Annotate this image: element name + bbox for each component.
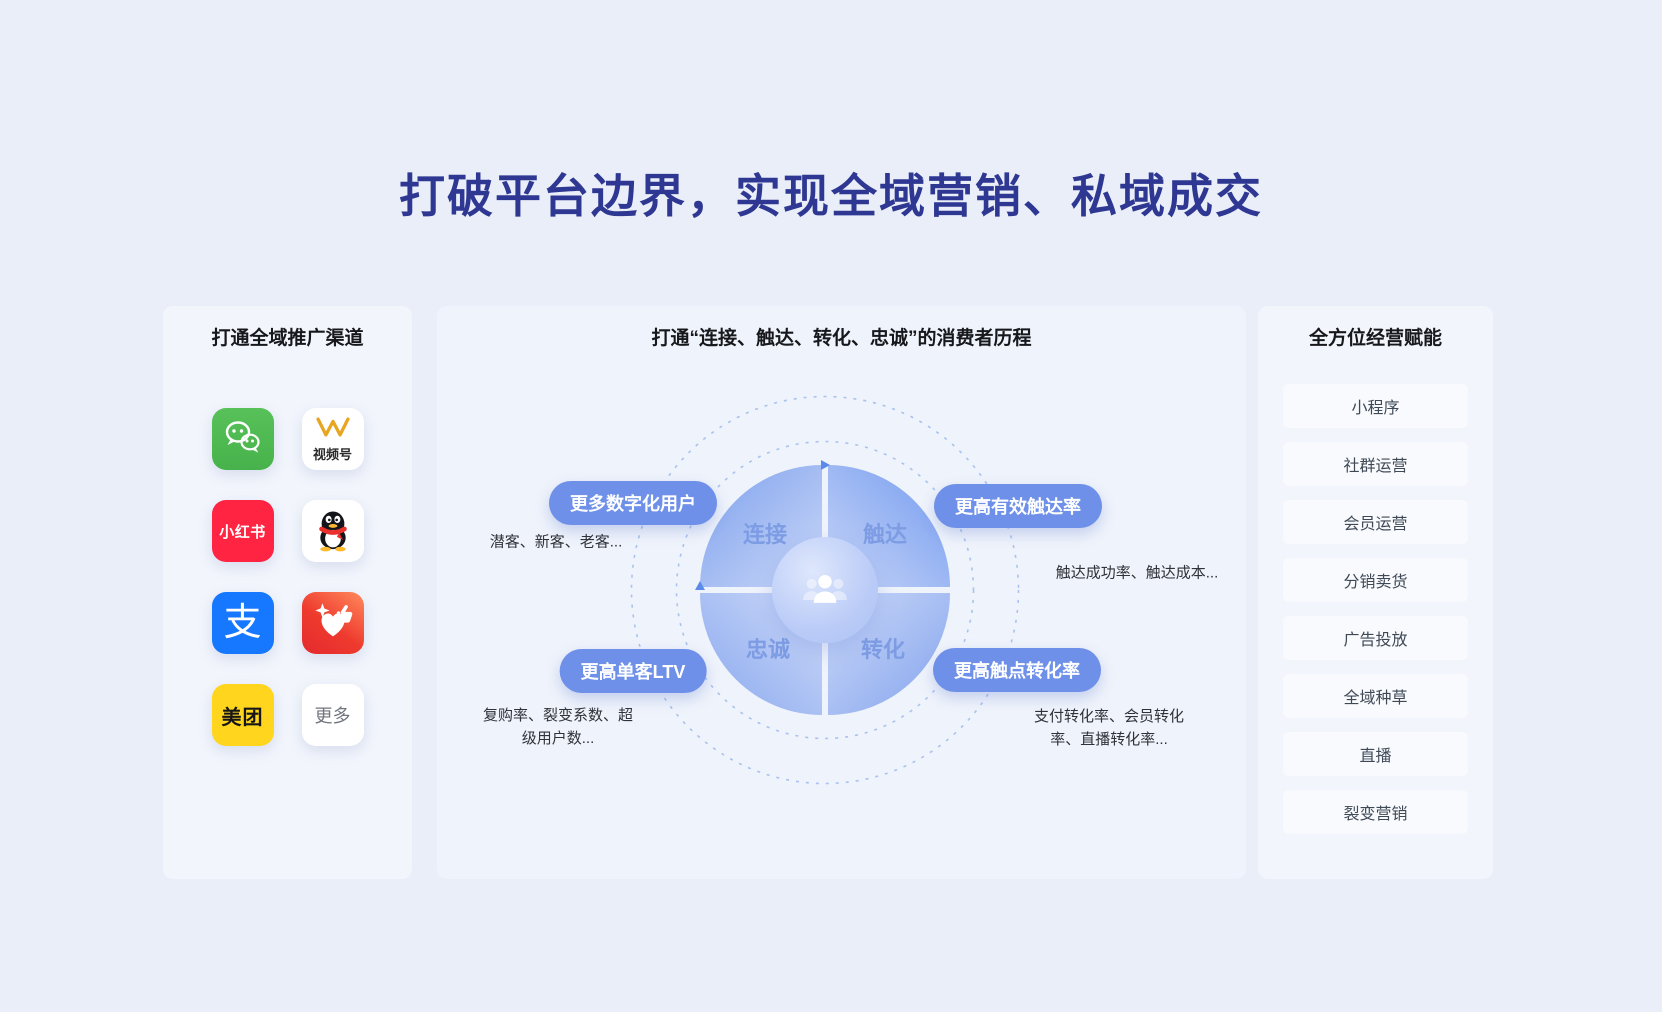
center-panel-title: 打通“连接、触达、转化、忠诚”的消费者历程 bbox=[651, 328, 1032, 349]
capability-item-distribution[interactable]: 分销卖货 bbox=[1283, 558, 1468, 602]
shipinhao-label: 视频号 bbox=[312, 446, 352, 462]
capability-list: 小程序 社群运营 会员运营 分销卖货 广告投放 全域种草 直播 裂变营销 bbox=[1283, 384, 1468, 834]
more-label: 更多 bbox=[314, 706, 351, 726]
quadrant-label-convert: 转化 bbox=[860, 637, 906, 662]
badge-more-digital-users: 更多数字化用户 bbox=[549, 481, 717, 525]
channel-tile-meituan[interactable]: 美团 bbox=[211, 684, 274, 746]
consumer-hub bbox=[772, 537, 878, 643]
channel-tile-xiaohongshu[interactable]: 小红书 bbox=[211, 500, 274, 562]
badge-higher-ltv: 更高单客LTV bbox=[559, 649, 707, 693]
xiaohongshu-label: 小红书 bbox=[219, 523, 266, 541]
quadrant-label-connect: 连接 bbox=[742, 522, 788, 547]
clockwise-arrow-top-icon bbox=[821, 460, 830, 470]
inner-dashed-ring bbox=[675, 440, 975, 745]
channel-tile-shipinhao[interactable]: 视频号 bbox=[301, 408, 364, 470]
meituan-label: 美团 bbox=[221, 706, 264, 729]
note-loyalty: 复购率、裂变系数、超级用户数... bbox=[482, 706, 633, 747]
clockwise-arrow-left-icon bbox=[695, 581, 705, 590]
right-panel-title: 全方位经营赋能 bbox=[1308, 328, 1442, 349]
capability-item-livestream[interactable]: 直播 bbox=[1283, 732, 1468, 776]
capability-item-advertising[interactable]: 广告投放 bbox=[1283, 616, 1468, 660]
note-convert: 支付转化率、会员转化率、直播转化率... bbox=[1033, 707, 1184, 748]
quadrant-label-loyalty: 忠诚 bbox=[745, 637, 791, 662]
right-panel: 全方位经营赋能 小程序 社群运营 会员运营 分销卖货 广告投放 全域种草 直播 … bbox=[1258, 306, 1493, 879]
center-panel: 打通“连接、触达、转化、忠诚”的消费者历程 连接 触达 忠诚 转化 bbox=[437, 306, 1246, 879]
channel-tile-like[interactable] bbox=[301, 592, 364, 654]
channel-tile-alipay[interactable]: 支 bbox=[211, 592, 274, 654]
alipay-zhi-glyph: 支 bbox=[223, 602, 262, 644]
left-panel: 打通全域推广渠道 bbox=[163, 306, 412, 879]
outer-dashed-ring bbox=[630, 395, 1020, 790]
quadrant-label-reach: 触达 bbox=[862, 522, 908, 547]
people-group-icon bbox=[801, 570, 849, 611]
page-title: 打破平台边界，实现全域营销、私域成交 bbox=[399, 170, 1263, 222]
shipinhao-ribbon-icon bbox=[314, 416, 352, 443]
capability-item-seeding[interactable]: 全域种草 bbox=[1283, 674, 1468, 718]
heart-like-icon bbox=[310, 598, 356, 649]
consumer-journey-wheel: 连接 触达 忠诚 转化 bbox=[695, 460, 950, 715]
left-panel-title: 打通全域推广渠道 bbox=[211, 328, 364, 349]
note-reach: 触达成功率、触达成本... bbox=[1055, 564, 1219, 582]
qq-penguin-icon bbox=[312, 506, 354, 557]
channel-tile-qq[interactable] bbox=[301, 500, 364, 562]
channel-grid: 视频号 小红书 bbox=[211, 408, 364, 746]
wechat-icon bbox=[221, 417, 265, 462]
channel-tile-wechat[interactable] bbox=[211, 408, 274, 470]
capability-item-membership[interactable]: 会员运营 bbox=[1283, 500, 1468, 544]
channel-tile-more[interactable]: 更多 bbox=[301, 684, 364, 746]
capability-item-fission[interactable]: 裂变营销 bbox=[1283, 790, 1468, 834]
badge-higher-reach-rate: 更高有效触达率 bbox=[934, 484, 1102, 528]
capability-item-miniprogram[interactable]: 小程序 bbox=[1283, 384, 1468, 428]
capability-item-community[interactable]: 社群运营 bbox=[1283, 442, 1468, 486]
badge-higher-conversion: 更高触点转化率 bbox=[933, 648, 1101, 692]
note-connect: 潜客、新客、老客... bbox=[489, 533, 623, 551]
